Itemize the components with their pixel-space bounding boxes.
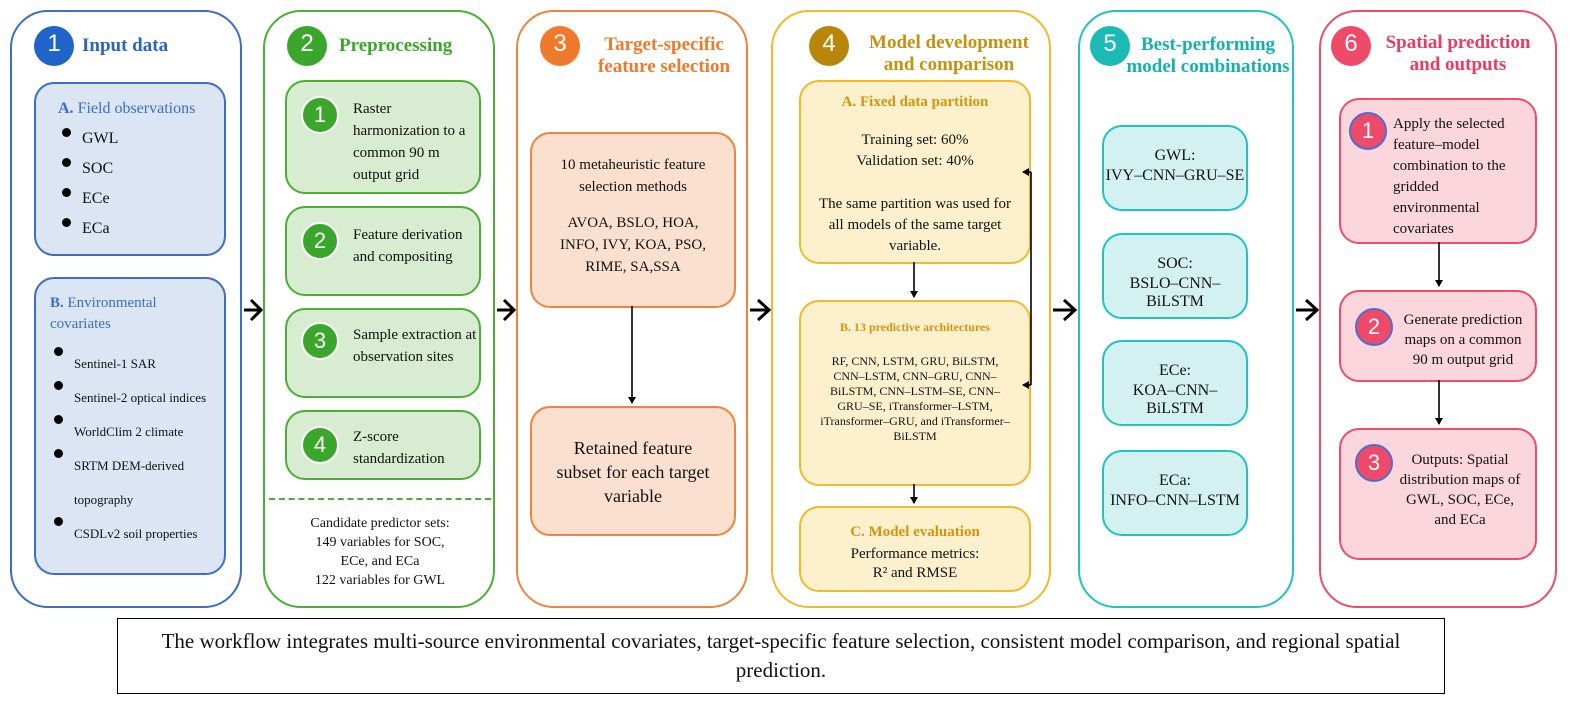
partition-note: The same partition was used for all mode… xyxy=(818,196,1012,254)
list-item: WorldClim 2 climate xyxy=(50,415,220,449)
combo-model: BSLO–CNN–BiLSTM xyxy=(1129,275,1221,310)
field-observations-list: GWL SOC ECe ECa xyxy=(58,128,118,248)
list-item: ECa xyxy=(58,218,118,248)
step-text: Sample extraction at observation sites xyxy=(353,327,477,365)
preprocessing-title: Preprocessing xyxy=(339,35,453,56)
combo-target: ECa: xyxy=(1159,472,1191,489)
column-arrow xyxy=(750,298,772,322)
column-arrow xyxy=(244,298,264,322)
feature-selection-panel: 3 Target-specific feature selection 10 m… xyxy=(516,10,748,608)
metaheuristic-methods-box: 10 metaheuristic feature selection metho… xyxy=(530,132,736,308)
feature-selection-title: Target-specific feature selection xyxy=(597,34,731,77)
combo-model: INFO–CNN–LSTM xyxy=(1110,492,1240,509)
spatial-step-3: 3 Outputs: Spatial distribution maps of … xyxy=(1339,428,1537,560)
step-text: Outputs: Spatial distribution maps of GW… xyxy=(1399,452,1521,528)
caption-text: The workflow integrates multi-source env… xyxy=(161,629,1401,682)
preprocessing-step-4: 4 Z-score standardization xyxy=(285,410,481,480)
evaluation-line-2: R² and RMSE xyxy=(872,565,958,581)
step-number-badge: 4 xyxy=(301,426,339,464)
combo-eca: ECa: INFO–CNN–LSTM xyxy=(1102,450,1248,536)
combo-target: SOC: xyxy=(1157,255,1193,272)
step-number-badge: 2 xyxy=(1355,308,1393,346)
retained-subset-box: Retained feature subset for each target … xyxy=(530,406,736,536)
candidate-predictor-sets: Candidate predictor sets: 149 variables … xyxy=(310,516,450,588)
combo-model: IVY–CNN–GRU–SE xyxy=(1105,167,1245,184)
step-text: Raster harmonization to a common 90 m ou… xyxy=(353,101,466,183)
model-development-title: Model development and comparison xyxy=(869,32,1029,75)
retained-subset-text: Retained feature subset for each target … xyxy=(556,438,710,506)
model-development-panel: 4 Model development and comparison A. Fi… xyxy=(771,10,1051,608)
step-5-badge: 5 xyxy=(1090,26,1130,66)
column-arrow xyxy=(1053,298,1078,322)
architectures-title: B. 13 predictive architectures xyxy=(840,320,990,334)
step-text: Z-score standardization xyxy=(353,429,445,467)
spatial-prediction-title: Spatial prediction and outputs xyxy=(1385,32,1531,75)
list-item: CSDLv2 soil properties xyxy=(50,517,220,551)
spatial-prediction-panel: 6 Spatial prediction and outputs 1 Apply… xyxy=(1319,10,1557,608)
list-item: ECe xyxy=(58,188,118,218)
list-item: GWL xyxy=(58,128,118,158)
environmental-covariates-box: B. Environmental covariates Sentinel-1 S… xyxy=(34,277,226,575)
step-number-badge: 3 xyxy=(301,322,339,360)
preprocessing-panel: 2 Preprocessing 1 Raster harmonization t… xyxy=(263,10,495,608)
combo-ece: ECe: KOA–CNN–BiLSTM xyxy=(1102,340,1248,426)
step-number-badge: 2 xyxy=(301,222,339,260)
architectures-list: RF, CNN, LSTM, GRU, BiLSTM, CNN–LSTM, CN… xyxy=(820,354,1010,443)
dashed-divider xyxy=(269,498,491,500)
preprocessing-step-2: 2 Feature derivation and compositing xyxy=(285,206,481,296)
step-1-badge: 1 xyxy=(34,26,74,66)
step-number-badge: 1 xyxy=(301,96,339,134)
environmental-covariates-list: Sentinel-1 SAR Sentinel-2 optical indice… xyxy=(50,347,220,551)
feedback-loop-arrow xyxy=(1022,168,1032,389)
methods-list: AVOA, BSLO, HOA, INFO, IVY, KOA, PSO, RI… xyxy=(560,215,706,275)
evaluation-title: C. Model evaluation xyxy=(850,524,980,540)
combo-target: ECe: xyxy=(1159,362,1191,379)
partition-title: A. Fixed data partition xyxy=(841,94,989,110)
step-number-badge: 1 xyxy=(1349,112,1387,150)
column-arrow xyxy=(497,298,517,322)
list-item: SRTM DEM-derived topography xyxy=(50,449,220,517)
combo-model: KOA–CNN–BiLSTM xyxy=(1132,382,1218,417)
step-3-badge: 3 xyxy=(540,26,580,66)
list-item: Sentinel-2 optical indices xyxy=(50,381,220,415)
step-text: Feature derivation and compositing xyxy=(353,227,463,265)
training-set: Training set: 60% xyxy=(861,132,969,148)
model-evaluation-box: C. Model evaluation Performance metrics:… xyxy=(799,506,1031,592)
architectures-box: B. 13 predictive architectures RF, CNN, … xyxy=(799,300,1031,486)
validation-set: Validation set: 40% xyxy=(856,153,974,169)
spatial-step-1: 1 Apply the selected feature–model combi… xyxy=(1339,98,1537,244)
environmental-covariates-heading: B. Environmental covariates xyxy=(50,295,157,332)
input-data-title: Input data xyxy=(82,35,169,56)
best-models-title: Best-performing model combinations xyxy=(1126,34,1290,77)
list-item: Sentinel-1 SAR xyxy=(50,347,220,381)
preprocessing-step-1: 1 Raster harmonization to a common 90 m … xyxy=(285,80,481,194)
input-data-panel: 1 Input data A. Field observations GWL S… xyxy=(10,10,242,608)
combo-soc: SOC: BSLO–CNN–BiLSTM xyxy=(1102,233,1248,319)
step-number-badge: 3 xyxy=(1355,444,1393,482)
step-2-badge: 2 xyxy=(287,26,327,66)
spatial-step-2: 2 Generate prediction maps on a common 9… xyxy=(1339,290,1537,382)
field-observations-box: A. Field observations GWL SOC ECe ECa xyxy=(34,82,226,256)
fixed-partition-box: A. Fixed data partition Training set: 60… xyxy=(799,80,1031,264)
best-models-panel: 5 Best-performing model combinations GWL… xyxy=(1078,10,1294,608)
methods-title: 10 metaheuristic feature selection metho… xyxy=(560,157,706,195)
caption-box: The workflow integrates multi-source env… xyxy=(117,618,1445,694)
step-6-badge: 6 xyxy=(1331,26,1371,66)
step-text: Generate prediction maps on a common 90 … xyxy=(1403,312,1523,368)
preprocessing-step-3: 3 Sample extraction at observation sites xyxy=(285,308,481,398)
evaluation-line-1: Performance metrics: xyxy=(850,546,980,562)
combo-gwl: GWL: IVY–CNN–GRU–SE xyxy=(1102,125,1248,211)
step-4-badge: 4 xyxy=(809,26,849,66)
column-arrow xyxy=(1296,298,1320,322)
field-observations-heading: A. Field observations xyxy=(58,100,196,117)
step-text: Apply the selected feature–model combina… xyxy=(1393,116,1506,237)
list-item: SOC xyxy=(58,158,118,188)
combo-target: GWL: xyxy=(1154,147,1196,164)
